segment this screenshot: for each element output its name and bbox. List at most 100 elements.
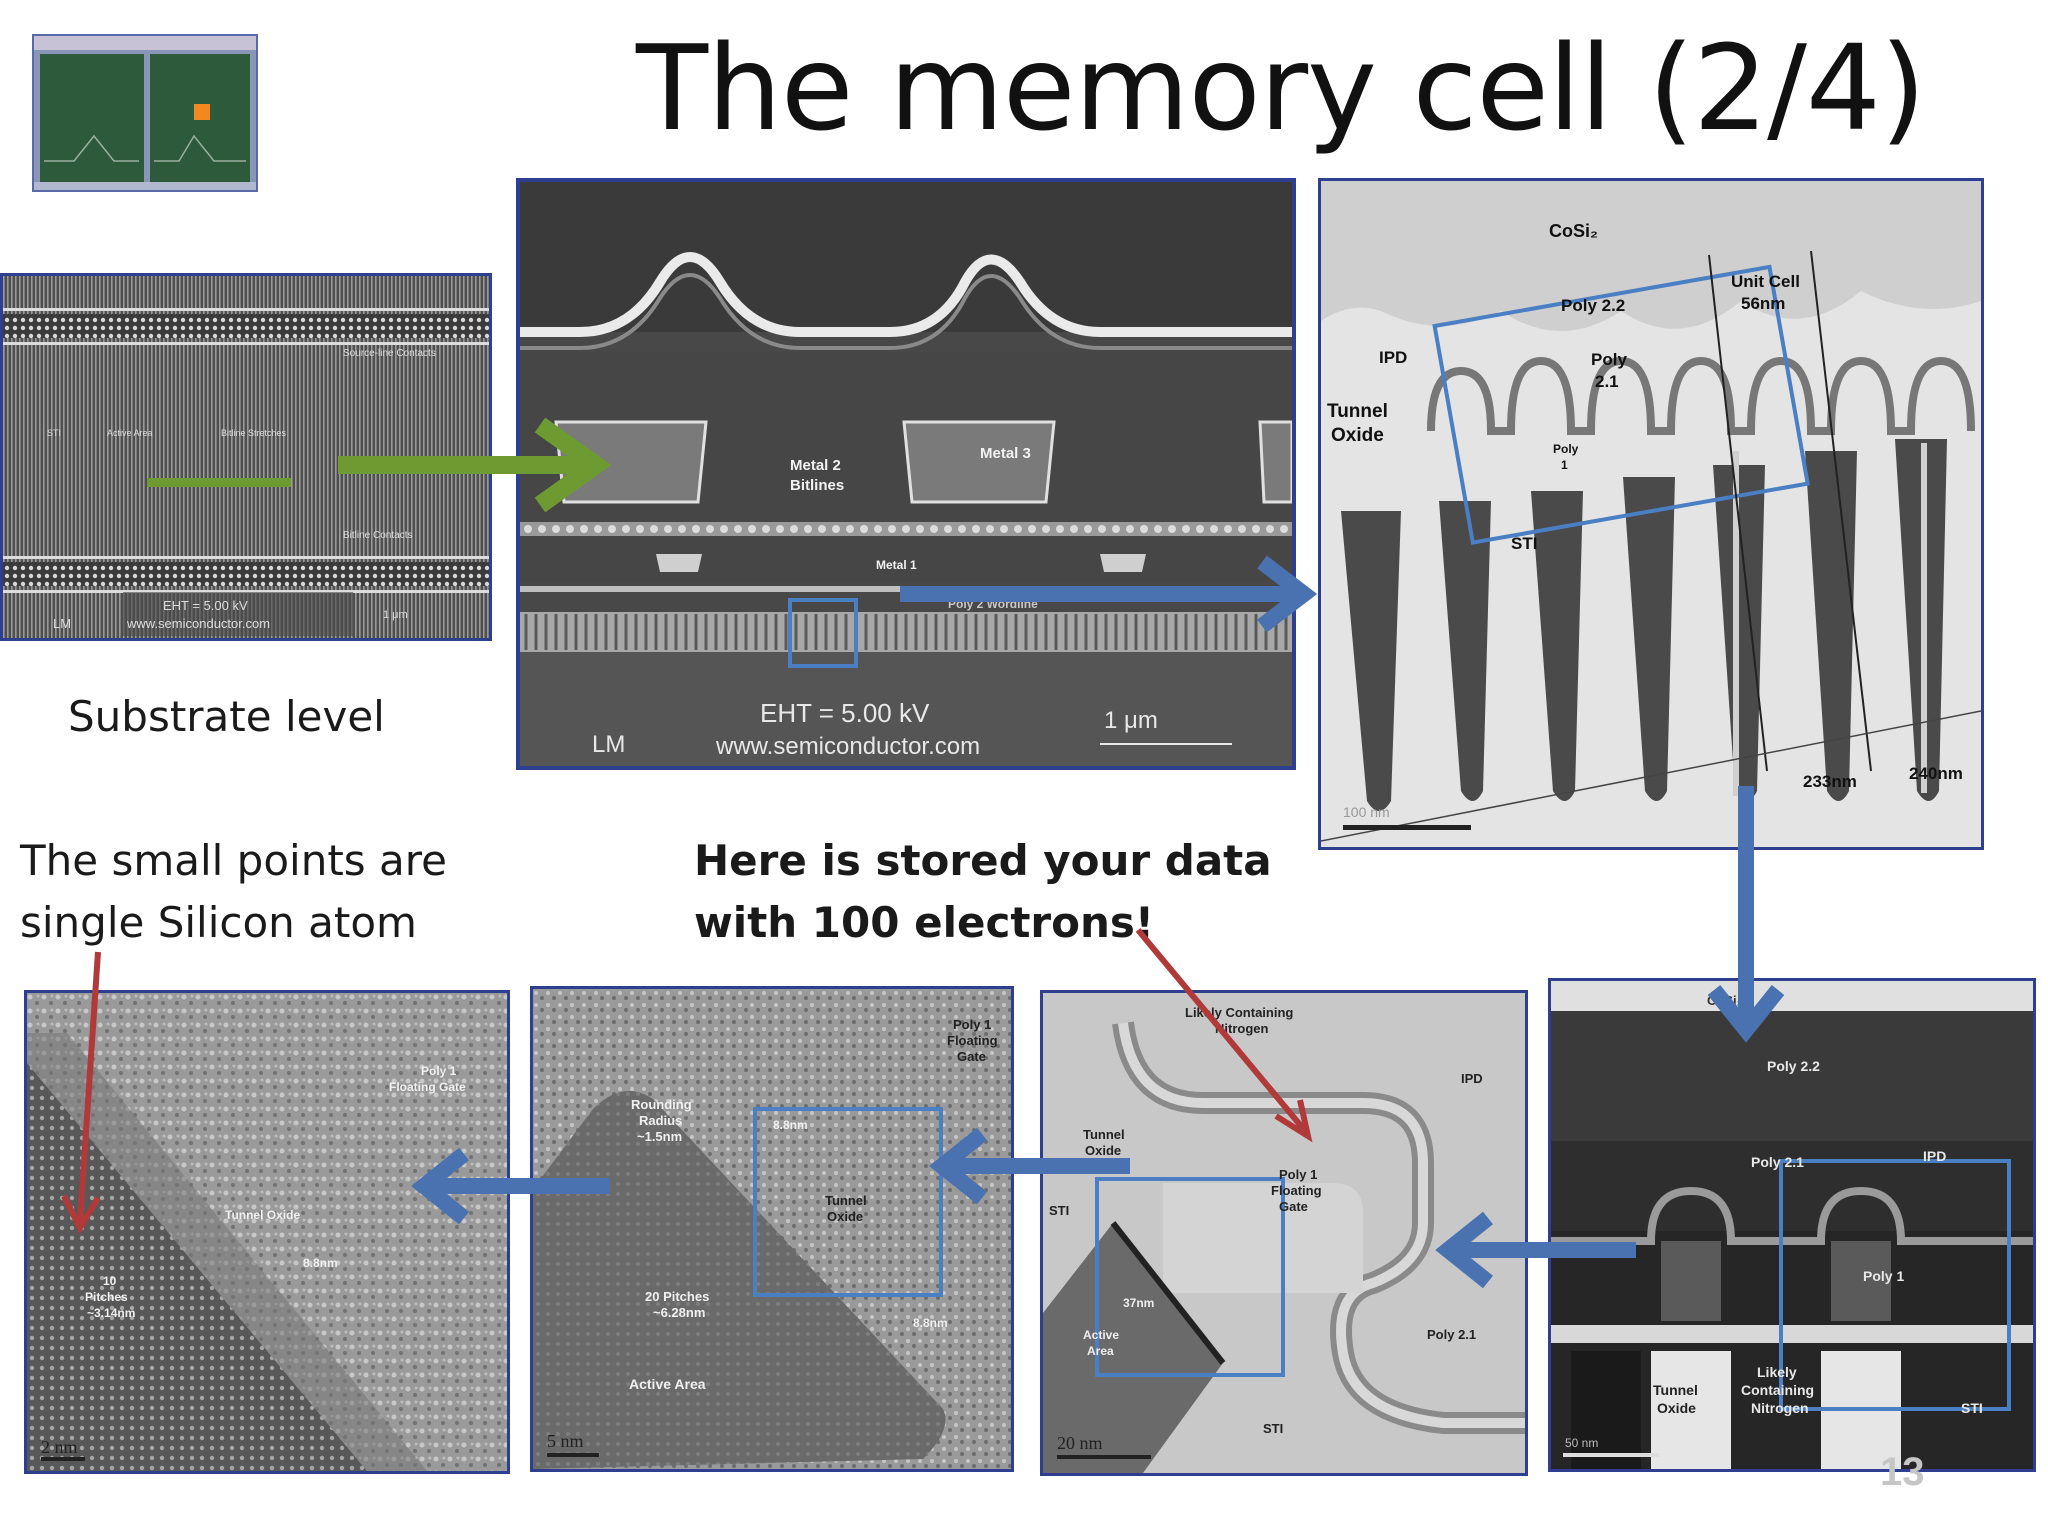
substrate-label-stretch: Bitline Stretches: [221, 428, 287, 438]
metal-eht-label: EHT = 5.00 kV: [760, 698, 930, 728]
floating-tunnel1: Tunnel: [1083, 1127, 1125, 1142]
tem-unit-cell-image: CoSi₂ Poly 2.2 Unit Cell 56nm IPD Poly 2…: [1318, 178, 1984, 850]
floating-sti2: STI: [1263, 1421, 1283, 1436]
atoms-tunnel: Tunnel Oxide: [225, 1208, 300, 1222]
tem-poly22-label: Poly 2.2: [1561, 296, 1625, 315]
gate-poly1-label: Poly 1: [1863, 1268, 1904, 1284]
tem-dim1-label: 233nm: [1803, 772, 1857, 791]
tem-scale-label: 100 nm: [1343, 804, 1390, 820]
green-marker-line: [147, 478, 291, 487]
atoms-caption-line1: The small points are: [20, 836, 447, 885]
wordline-label: Poly 2 Wordline: [948, 597, 1038, 611]
metal-lm-label: LM: [592, 731, 625, 758]
gate-likely2: Containing: [1741, 1382, 1814, 1398]
substrate-sem-image: Source-line Contacts STI Active Area Bit…: [0, 273, 492, 641]
corner-poly1c: Gate: [957, 1049, 986, 1064]
tem-unitcell-size: 56nm: [1741, 294, 1785, 313]
atoms-poly1b: Floating Gate: [389, 1080, 466, 1094]
corner-dim2: 8.8nm: [913, 1316, 948, 1330]
substrate-label-eht: EHT = 5.00 kV: [163, 598, 248, 613]
overview-thumbnail: [32, 34, 258, 192]
data-caption-line2: with 100 electrons!: [694, 898, 1155, 947]
tem-dim2-label: 240nm: [1909, 764, 1963, 783]
atoms-poly1a: Poly 1: [421, 1064, 457, 1078]
atoms-pitch3: ~3.14nm: [87, 1306, 135, 1320]
floating-ipd-label: IPD: [1461, 1071, 1483, 1086]
floating-nitrogen1: Likely Containing: [1185, 1005, 1293, 1020]
hrtem-atoms-image: Poly 1 Floating Gate Tunnel Oxide 8.8nm …: [24, 990, 510, 1474]
tem-ipd-label: IPD: [1379, 348, 1407, 367]
metal-site-label: www.semiconductor.com: [715, 733, 980, 760]
tem-oxide-label: Oxide: [1331, 425, 1384, 446]
tem-cosi-label: CoSi₂: [1549, 221, 1598, 241]
thumbnail-graphic: [34, 36, 256, 190]
gate-likely1: Likely: [1757, 1364, 1797, 1380]
substrate-label-source: Source-line Contacts: [343, 348, 436, 359]
atoms-scale-label: 2 nm: [41, 1437, 78, 1457]
atoms-dim: 8.8nm: [303, 1256, 338, 1270]
tem-poly21b-label: 2.1: [1595, 372, 1619, 391]
corner-round2: Radius: [639, 1113, 682, 1128]
gate-poly22-label: Poly 2.2: [1767, 1058, 1820, 1074]
floating-sti-label: STI: [1049, 1203, 1069, 1218]
floating-poly1a: Poly 1: [1279, 1167, 1317, 1182]
gate-cosi-label: CoSi₂: [1707, 993, 1743, 1008]
substrate-label-lm: LM: [53, 616, 71, 631]
floating-active1: Active: [1083, 1328, 1119, 1342]
substrate-caption: Substrate level: [68, 692, 385, 741]
corner-poly1a: Poly 1: [953, 1017, 991, 1032]
highlight-box-gate: [1779, 1159, 2011, 1411]
gate-poly21-label: Poly 2.1: [1751, 1154, 1804, 1170]
corner-tunnel1: Tunnel: [825, 1193, 867, 1208]
atoms-pitch2: Pitches: [85, 1290, 128, 1304]
floating-poly1c: Gate: [1279, 1199, 1308, 1214]
tem-unitcell-label: Unit Cell: [1731, 272, 1800, 291]
corner-poly1b: Floating: [947, 1033, 998, 1048]
highlight-box-floating: [1095, 1177, 1285, 1377]
corner-dim1: 8.8nm: [773, 1118, 808, 1132]
metal1-label: Metal 1: [876, 558, 917, 572]
corner-round3: ~1.5nm: [637, 1129, 682, 1144]
floating-poly1b: Floating: [1271, 1183, 1322, 1198]
highlight-box-poly: [1432, 264, 1810, 545]
substrate-label-sti: STI: [47, 428, 61, 438]
tem-poly1b-label: 1: [1561, 458, 1568, 472]
corner-tunnel2: Oxide: [827, 1209, 863, 1224]
substrate-label-bitline-contacts: Bitline Contacts: [343, 530, 412, 541]
hrtem-corner-image: Poly 1 Floating Gate Rounding Radius ~1.…: [530, 986, 1014, 1472]
tem-tunnel-label: Tunnel: [1327, 401, 1388, 422]
substrate-label-site: www.semiconductor.com: [126, 616, 270, 631]
gate-sti-label: STI: [1961, 1400, 1983, 1416]
gate-ipd-label: IPD: [1923, 1148, 1946, 1164]
floating-dim-label: 37nm: [1123, 1296, 1154, 1310]
metal-cross-section-image: Metal 2 Bitlines Metal 3 Metal 1 Poly 2 …: [516, 178, 1296, 770]
metal-scale-label: 1 μm: [1104, 707, 1158, 734]
corner-active: Active Area: [629, 1376, 706, 1392]
floating-tunnel2: Oxide: [1085, 1143, 1121, 1158]
tem-poly21-label: Poly: [1591, 350, 1627, 369]
gate-scale-label: 50 nm: [1565, 1436, 1598, 1450]
corner-round1: Rounding: [631, 1097, 692, 1112]
floating-nitrogen2: Nitrogen: [1215, 1021, 1269, 1036]
tem-sti-label: STI: [1511, 534, 1537, 553]
bitlines-label: Bitlines: [790, 477, 844, 494]
floating-active2: Area: [1087, 1344, 1114, 1358]
substrate-label-active: Active Area: [107, 428, 153, 438]
gate-oxide-label: Oxide: [1657, 1400, 1696, 1416]
corner-scale-label: 5 nm: [547, 1431, 584, 1451]
corner-pitch2: ~6.28nm: [653, 1305, 705, 1320]
metal2-label: Metal 2: [790, 457, 841, 474]
atoms-pitch1: 10: [103, 1274, 117, 1288]
floating-poly21: Poly 2.1: [1427, 1327, 1476, 1342]
substrate-label-scale: 1 μm: [383, 609, 408, 621]
gate-likely3: Nitrogen: [1751, 1400, 1809, 1416]
tem-floating-gate-image: Likely Containing Nitrogen IPD Tunnel Ox…: [1040, 990, 1528, 1476]
metal3-label: Metal 3: [980, 445, 1031, 462]
highlight-box-wordline: [788, 598, 858, 668]
data-caption-line1: Here is stored your data: [694, 836, 1272, 885]
atoms-caption-line2: single Silicon atom: [20, 898, 417, 947]
slide-title: The memory cell (2/4): [636, 19, 1926, 157]
floating-scale-label: 20 nm: [1057, 1433, 1103, 1453]
corner-pitch1: 20 Pitches: [645, 1289, 709, 1304]
tem-poly1a-label: Poly: [1553, 442, 1579, 456]
